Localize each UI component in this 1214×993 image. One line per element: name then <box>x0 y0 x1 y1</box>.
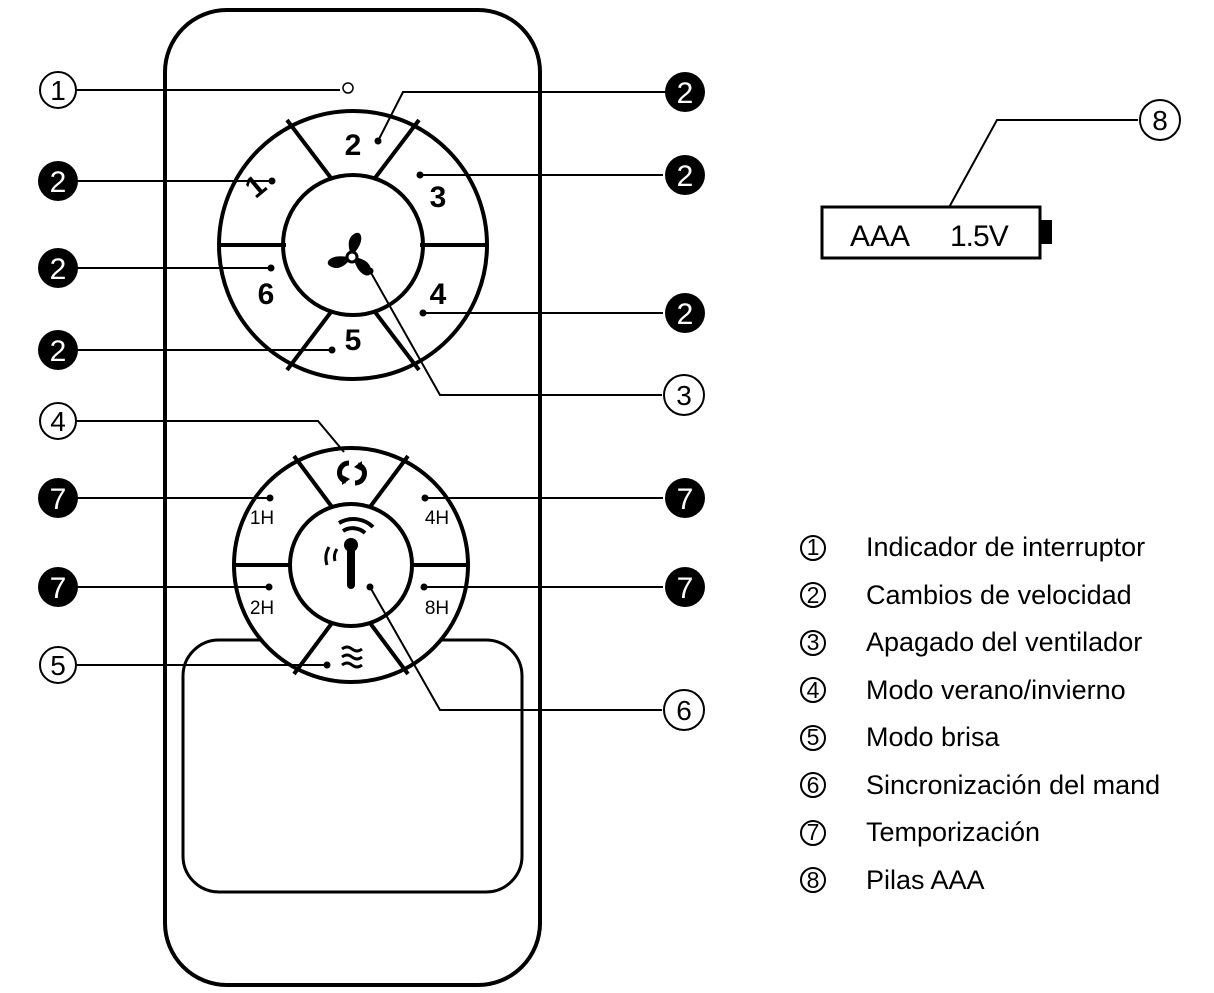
fan-icon[interactable] <box>326 232 374 277</box>
svg-text:7: 7 <box>50 572 67 605</box>
callout-speed-right-2: 2 <box>665 155 705 195</box>
callout-1: 1 <box>39 71 77 109</box>
legend-label: Sincronización del mand <box>866 769 1161 800</box>
legend-number: 1 <box>800 534 826 561</box>
legend-label: Indicador de interruptor <box>866 532 1146 563</box>
legend-number: 5 <box>800 724 826 751</box>
legend-label: Modo verano/invierno <box>866 674 1126 705</box>
legend-item: 3 Apagado del ventilador <box>800 619 1214 667</box>
svg-text:5: 5 <box>50 650 66 681</box>
callout-3: 3 <box>663 374 705 416</box>
svg-text:1: 1 <box>50 75 66 106</box>
callout-speed-right-1: 2 <box>665 72 705 112</box>
svg-text:3: 3 <box>676 380 692 411</box>
svg-text:7: 7 <box>677 483 694 516</box>
legend-number: 6 <box>800 772 826 799</box>
speed-button-3[interactable]: 3 <box>430 181 447 214</box>
leader-lines <box>76 89 1138 711</box>
sync-antenna-icon[interactable] <box>324 517 375 589</box>
callout-speed-left-2: 2 <box>38 248 78 288</box>
callout-speed-right-3: 2 <box>665 293 705 333</box>
speed-ring: 1 2 3 4 5 6 <box>217 109 489 381</box>
legend-number: 4 <box>800 677 826 704</box>
svg-text:2: 2 <box>50 253 67 286</box>
summer-winter-arrows-icon[interactable] <box>337 460 367 486</box>
callout-8: 8 <box>1139 99 1181 141</box>
callout-6: 6 <box>663 689 705 731</box>
legend-item: 8 Pilas AAA <box>800 857 1214 905</box>
breeze-wave-icon[interactable] <box>341 645 363 669</box>
timer-button-8h[interactable]: 8H <box>425 598 449 619</box>
legend-label: Modo brisa <box>866 722 1000 753</box>
timer-button-2h[interactable]: 2H <box>250 598 274 619</box>
speed-button-6[interactable]: 6 <box>258 278 275 311</box>
legend-item: 6 Sincronización del mand <box>800 762 1214 810</box>
svg-text:2: 2 <box>677 77 694 110</box>
legend: 1 Indicador de interruptor 2 Cambios de … <box>800 524 1214 904</box>
callout-4: 4 <box>39 402 77 440</box>
svg-text:6: 6 <box>676 695 692 726</box>
speed-button-4[interactable]: 4 <box>430 278 447 311</box>
legend-item: 7 Temporización <box>800 809 1214 857</box>
callout-speed-left-3: 2 <box>38 330 78 370</box>
legend-label: Temporización <box>866 817 1041 848</box>
svg-text:4: 4 <box>50 406 66 437</box>
callout-speed-left-1: 2 <box>38 161 78 201</box>
legend-number: 3 <box>800 629 826 656</box>
legend-number: 2 <box>800 582 826 609</box>
callout-timer-left-2: 7 <box>38 567 78 607</box>
legend-item: 2 Cambios de velocidad <box>800 572 1214 620</box>
svg-text:2: 2 <box>50 166 67 199</box>
timer-ring: 1H 4H 2H 8H <box>232 446 470 684</box>
battery-type: AAA <box>850 220 910 253</box>
legend-label: Pilas AAA <box>866 864 985 895</box>
timer-button-1h[interactable]: 1H <box>250 508 274 529</box>
speed-button-5[interactable]: 5 <box>345 324 362 357</box>
legend-item: 1 Indicador de interruptor <box>800 524 1214 572</box>
timer-button-4h[interactable]: 4H <box>425 508 449 529</box>
callout-5: 5 <box>39 646 77 684</box>
legend-label: Cambios de velocidad <box>866 579 1132 610</box>
callout-timer-right-2: 7 <box>665 567 705 607</box>
svg-text:7: 7 <box>50 483 67 516</box>
legend-number: 7 <box>800 819 826 846</box>
speed-button-2[interactable]: 2 <box>345 129 362 162</box>
svg-text:2: 2 <box>50 335 67 368</box>
power-indicator-led <box>342 82 354 94</box>
legend-item: 5 Modo brisa <box>800 714 1214 762</box>
legend-item: 4 Modo verano/invierno <box>800 667 1214 715</box>
svg-text:7: 7 <box>677 572 694 605</box>
battery-voltage: 1.5V <box>950 220 1009 253</box>
svg-text:8: 8 <box>1152 105 1168 136</box>
battery-icon: AAA 1.5V <box>820 205 1052 260</box>
legend-label: Apagado del ventilador <box>866 627 1143 658</box>
callout-timer-left-1: 7 <box>38 478 78 518</box>
svg-text:2: 2 <box>677 298 694 331</box>
legend-number: 8 <box>800 867 826 894</box>
callout-timer-right-1: 7 <box>665 478 705 518</box>
svg-text:2: 2 <box>677 160 694 193</box>
